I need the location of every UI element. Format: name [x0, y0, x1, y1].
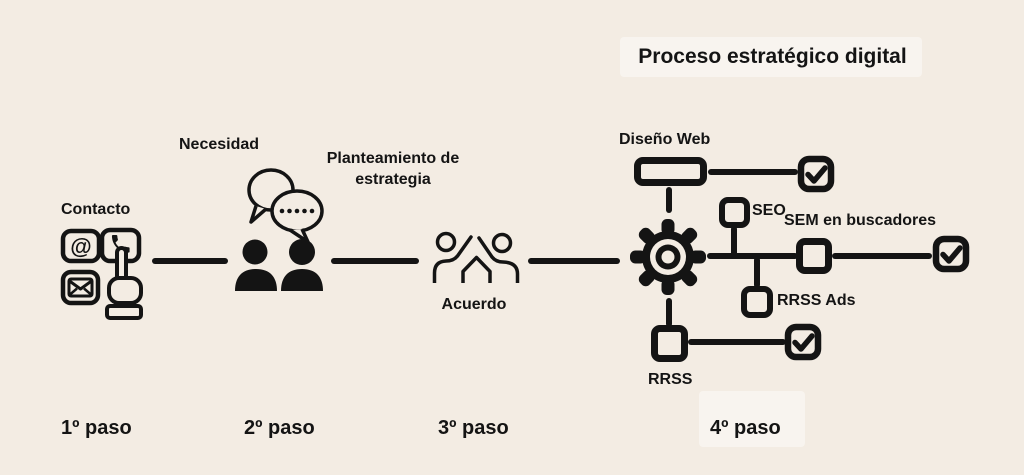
connector-rrss-check3: [688, 339, 786, 345]
connector-step1-step2: [152, 258, 228, 264]
connector-step3-step4: [528, 258, 620, 264]
connector-sem-check2: [832, 253, 932, 259]
step4-label-highlight: [699, 391, 805, 447]
node-label-rrss: RRSS: [648, 371, 693, 388]
pointing-hand-icon: [105, 246, 143, 320]
page-title: Proceso estratégico digital: [638, 45, 907, 68]
sem-node: [796, 238, 832, 274]
envelope-icon: [60, 269, 101, 306]
checkbox-checked-icon: [797, 155, 835, 193]
step-label-2: 2º paso: [244, 417, 315, 439]
connector-gear-sem: [707, 253, 798, 259]
svg-text:@: @: [70, 234, 91, 259]
caption-planteamiento: Planteamiento de estrategia: [326, 150, 460, 188]
connector-branch-rrss-ads: [754, 257, 760, 288]
checkbox-checked-icon: [932, 235, 970, 273]
rrss-ads-node: [741, 286, 773, 318]
caption-contacto: Contacto: [61, 201, 131, 218]
seo-node: [719, 197, 750, 228]
gear-icon: [630, 219, 706, 295]
connector-gear-web: [666, 187, 672, 213]
at-icon: @: [60, 228, 102, 264]
high-five-icon: [432, 231, 520, 283]
caption-acuerdo: Acuerdo: [441, 296, 507, 313]
step-label-4: 4º paso: [710, 417, 781, 439]
title-highlight: [620, 37, 922, 77]
node-label-rrss-ads: RRSS Ads: [777, 292, 856, 309]
caption-necesidad: Necesidad: [179, 136, 260, 153]
checkbox-checked-icon: [784, 323, 822, 361]
node-label-sem: SEM en buscadores: [784, 212, 937, 229]
step-label-1: 1º paso: [61, 417, 132, 439]
connector-gear-rrss: [666, 298, 672, 327]
speech-bubbles-icon: [247, 168, 324, 244]
web-page-node: [634, 157, 707, 186]
rrss-node: [651, 325, 688, 362]
step-label-3: 3º paso: [438, 417, 509, 439]
node-label-seo: SEO: [752, 202, 786, 219]
connector-branch-seo: [731, 226, 737, 256]
node-label-diseno-web: Diseño Web: [619, 131, 711, 148]
connector-step2-step3: [331, 258, 419, 264]
two-people-icon: [235, 239, 323, 291]
contact-icon: @: [60, 227, 143, 320]
connector-web-check1: [708, 169, 798, 175]
